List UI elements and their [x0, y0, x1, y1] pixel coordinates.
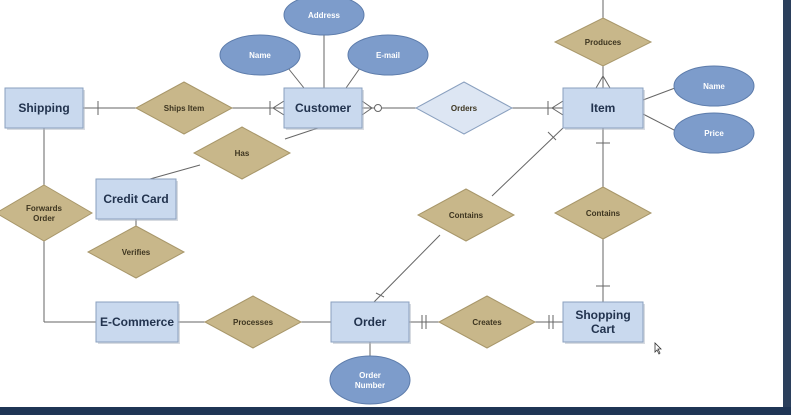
attribute-ellipse	[219, 34, 301, 76]
cardinality-zero-mark	[374, 104, 382, 112]
attribute-ellipse	[329, 355, 411, 405]
cardinality-one-mark	[375, 292, 385, 298]
relationship-diamond	[553, 17, 653, 67]
entity-order[interactable]: Order	[330, 301, 411, 344]
relationship-diamond	[553, 186, 653, 240]
entity-label: Shipping	[18, 101, 69, 115]
entity-shipping[interactable]: Shipping	[4, 87, 85, 130]
entity-label: E-Commerce	[100, 315, 174, 329]
cardinality-one-mark	[547, 131, 557, 141]
relationship-processes[interactable]: Processes	[203, 295, 303, 349]
attribute-ellipse	[347, 34, 429, 76]
attribute-ellipse	[673, 112, 755, 154]
attribute-item-name[interactable]: Name	[673, 65, 755, 107]
relationship-creates[interactable]: Creates	[437, 295, 537, 349]
relationship-ships-item[interactable]: Ships Item	[134, 81, 234, 135]
cardinality-many-mark	[595, 75, 611, 89]
connectors	[43, 0, 677, 356]
entity-box	[95, 301, 179, 343]
entity-box	[330, 301, 410, 343]
attribute-ellipse	[283, 0, 365, 36]
entity-label: Customer	[295, 101, 351, 115]
relationship-label: Produces	[585, 38, 622, 47]
entity-label: Credit Card	[103, 192, 168, 206]
entity-label: Order	[354, 315, 387, 329]
relationship-label: Order	[33, 214, 55, 223]
connector-order-contains	[373, 234, 441, 303]
relationship-label: Has	[235, 149, 250, 158]
connector-contains-item	[491, 127, 564, 197]
entity-item[interactable]: Item	[562, 87, 645, 130]
relationship-diamond	[414, 81, 514, 135]
entity-label: Item	[591, 101, 616, 115]
cardinality-many-mark	[272, 100, 285, 116]
relationship-label: Forwards	[26, 204, 63, 213]
connector-item-name	[642, 87, 676, 101]
entity-label: Shopping	[575, 308, 630, 322]
relationship-label: Orders	[451, 104, 478, 113]
entity-box	[562, 87, 644, 129]
relationship-produces[interactable]: Produces	[553, 17, 653, 67]
connector-customer-name	[287, 67, 305, 89]
attribute-email[interactable]: E-mail	[347, 34, 429, 76]
entity-credit-card[interactable]: Credit Card	[95, 178, 178, 221]
relationship-diamond	[86, 225, 186, 279]
relationship-diamond	[192, 126, 292, 180]
entity-box	[95, 178, 177, 220]
entity-label: Cart	[591, 322, 615, 336]
relationship-diamond	[0, 184, 93, 242]
relationship-contains-order[interactable]: Contains	[416, 188, 516, 242]
connector-customer-email	[345, 67, 361, 89]
entity-box	[283, 87, 363, 129]
relationship-label: Verifies	[122, 248, 151, 257]
relationship-label: Contains	[449, 211, 484, 220]
relationship-orders[interactable]: Orders	[414, 81, 514, 135]
attribute-label: Address	[308, 11, 341, 20]
attribute-price[interactable]: Price	[673, 112, 755, 154]
entity-customer[interactable]: Customer	[283, 87, 364, 130]
connector-item-price	[642, 113, 677, 132]
connector-has-creditcard	[149, 164, 201, 180]
entity-box	[562, 301, 644, 343]
attribute-address[interactable]: Address	[283, 0, 365, 36]
attribute-cust-name[interactable]: Name	[219, 34, 301, 76]
relationship-contains-cart[interactable]: Contains	[553, 186, 653, 240]
relationship-label: Ships Item	[164, 104, 204, 113]
attribute-ellipse	[673, 65, 755, 107]
attribute-label: Price	[704, 129, 724, 138]
attribute-label: Name	[703, 82, 725, 91]
attribute-label: E-mail	[376, 51, 400, 60]
bottom-window-edge	[0, 407, 791, 415]
entity-box	[4, 87, 84, 129]
cardinality-many-mark	[551, 100, 564, 116]
relationship-diamond	[134, 81, 234, 135]
mouse-cursor-icon	[654, 342, 662, 355]
relationship-diamond	[416, 188, 516, 242]
relationship-verifies[interactable]: Verifies	[86, 225, 186, 279]
attribute-label: Number	[355, 381, 385, 390]
attribute-label: Name	[249, 51, 271, 60]
attribute-label: Order	[359, 371, 381, 380]
entity-ecommerce[interactable]: E-Commerce	[95, 301, 180, 344]
relationship-diamond	[203, 295, 303, 349]
relationship-diamond	[437, 295, 537, 349]
relationship-label: Creates	[472, 318, 502, 327]
right-window-edge	[783, 0, 791, 407]
relationship-has[interactable]: Has	[192, 126, 292, 180]
cardinality-many-mark	[361, 100, 373, 116]
relationship-label: Processes	[233, 318, 274, 327]
relationship-label: Contains	[586, 209, 621, 218]
